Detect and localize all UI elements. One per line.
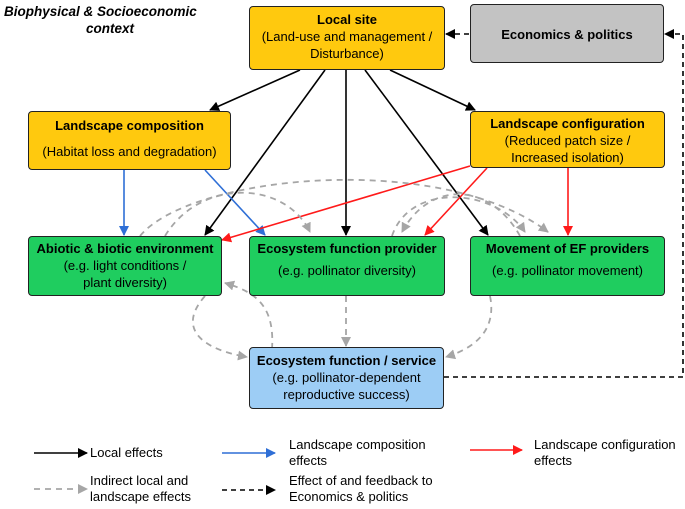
legend-feedback: Effect of and feedback to Economics & po… bbox=[289, 473, 433, 505]
landscape-composition-box: Landscape composition (Habitat loss and … bbox=[28, 111, 231, 170]
legend-feedback-line1: Effect of and feedback to bbox=[289, 473, 433, 488]
legend-indirect: Indirect local and landscape effects bbox=[90, 473, 191, 505]
landscape-configuration-line2: Increased isolation) bbox=[511, 150, 624, 165]
arrow-local-to-abiotic bbox=[204, 69, 326, 236]
arrow-movement-to-service bbox=[445, 295, 493, 360]
composition-effect-arrows bbox=[119, 169, 266, 236]
ef-provider-line1: (e.g. pollinator diversity) bbox=[278, 263, 416, 278]
service-line2: reproductive success) bbox=[283, 387, 410, 402]
ef-provider-box: Ecosystem function provider (e.g. pollin… bbox=[249, 236, 445, 296]
arrow-abiotic-to-movement-indirect bbox=[139, 178, 549, 237]
configuration-effect-arrows bbox=[221, 165, 573, 243]
legend-composition-line1: Landscape composition bbox=[289, 437, 426, 452]
context-title-line1: Biophysical & Socioeconomic bbox=[4, 4, 197, 19]
abiotic-biotic-line1: (e.g. light conditions / bbox=[63, 258, 187, 273]
movement-line1: (e.g. pollinator movement) bbox=[491, 263, 643, 278]
local-site-box: Local site (Land-use and management / Di… bbox=[249, 6, 445, 70]
local-site-line2: Disturbance) bbox=[310, 46, 384, 61]
local-site-title: Local site bbox=[317, 12, 377, 27]
legend-indirect-line2: landscape effects bbox=[90, 489, 191, 504]
arrow-movement-to-provider-indirect bbox=[401, 193, 521, 237]
landscape-composition-line1: (Habitat loss and degradation) bbox=[42, 144, 217, 159]
arrow-provider-to-movement-indirect bbox=[391, 196, 526, 237]
movement-box: Movement of EF providers (e.g. pollinato… bbox=[470, 236, 665, 296]
movement-title: Movement of EF providers bbox=[485, 241, 650, 256]
legend-composition-line2: effects bbox=[289, 453, 328, 468]
landscape-configuration-title: Landscape configuration bbox=[490, 116, 645, 131]
indirect-effect-arrows bbox=[139, 178, 549, 361]
legend-samples bbox=[34, 445, 523, 495]
legend-feedback-line2: Economics & politics bbox=[289, 489, 409, 504]
legend-local: Local effects bbox=[90, 445, 163, 461]
arrow-abiotic-to-service bbox=[192, 295, 248, 361]
legend-configuration-line1: Landscape configuration bbox=[534, 437, 676, 452]
landscape-configuration-line1: (Reduced patch size / bbox=[504, 133, 631, 148]
landscape-composition-title: Landscape composition bbox=[55, 118, 204, 133]
local-site-line1: (Land-use and management / bbox=[261, 29, 433, 44]
legend-local-label: Local effects bbox=[90, 445, 163, 460]
arrow-local-to-movement bbox=[364, 69, 489, 236]
local-effect-arrows bbox=[204, 69, 489, 236]
arrow-service-to-abiotic bbox=[224, 280, 274, 350]
arrow-composition-to-provider bbox=[204, 169, 266, 236]
arrow-local-to-composition bbox=[209, 69, 301, 111]
arrow-local-to-configuration bbox=[389, 69, 476, 111]
arrow-configuration-to-abiotic bbox=[221, 165, 471, 243]
ef-provider-title: Ecosystem function provider bbox=[257, 241, 437, 256]
arrow-configuration-to-provider bbox=[424, 167, 488, 236]
context-title: Biophysical & Socioeconomic context bbox=[4, 3, 197, 37]
abiotic-biotic-title: Abiotic & biotic environment bbox=[36, 241, 214, 256]
economics-title: Economics & politics bbox=[501, 27, 633, 42]
abiotic-biotic-line2: plant diversity) bbox=[83, 275, 167, 290]
legend-composition: Landscape composition effects bbox=[289, 437, 426, 469]
legend-configuration-line2: effects bbox=[534, 453, 573, 468]
legend-configuration: Landscape configuration effects bbox=[534, 437, 676, 469]
service-box: Ecosystem function / service (e.g. polli… bbox=[249, 347, 444, 409]
legend-indirect-line1: Indirect local and bbox=[90, 473, 189, 488]
economics-box: Economics & politics bbox=[470, 4, 664, 63]
arrow-service-to-economics bbox=[444, 29, 684, 378]
abiotic-biotic-box: Abiotic & biotic environment (e.g. light… bbox=[28, 236, 222, 296]
landscape-configuration-box: Landscape configuration (Reduced patch s… bbox=[470, 111, 665, 168]
arrow-abiotic-to-provider-indirect bbox=[164, 191, 311, 237]
service-line1: (e.g. pollinator-dependent bbox=[272, 370, 421, 385]
service-title: Ecosystem function / service bbox=[256, 353, 437, 368]
context-title-line2: context bbox=[86, 21, 135, 36]
feedback-arrows bbox=[444, 29, 684, 378]
